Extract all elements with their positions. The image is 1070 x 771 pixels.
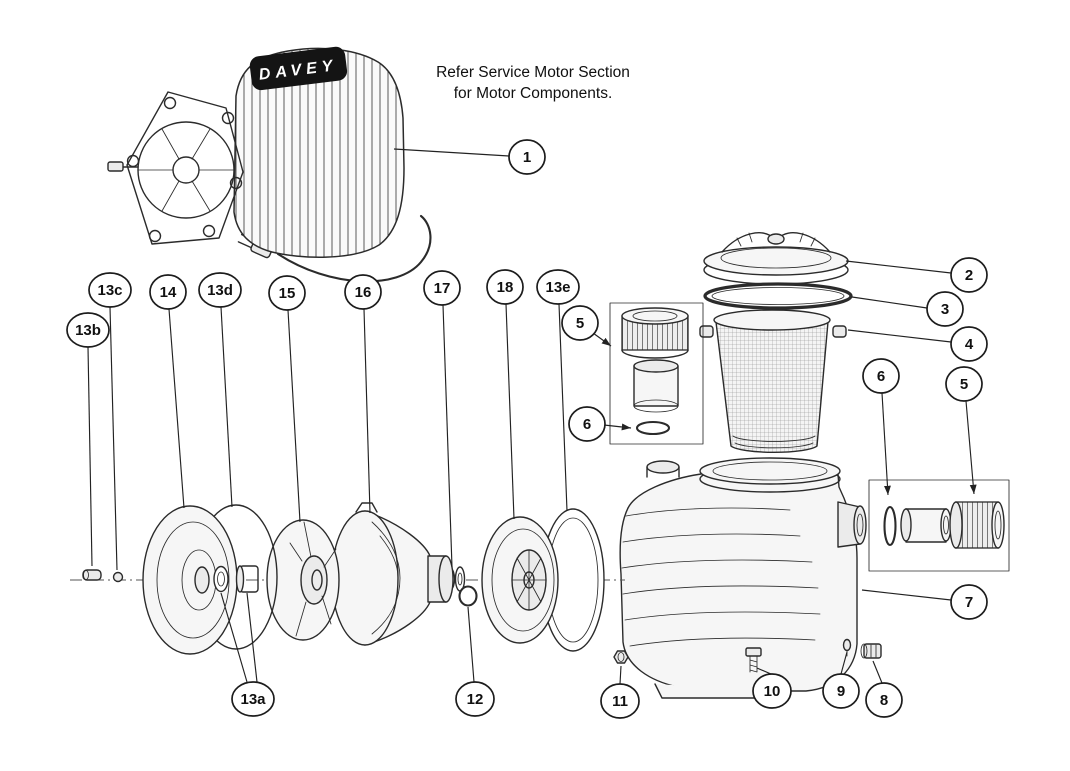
diffuser (331, 502, 454, 646)
mechanical-seal-13a (213, 565, 259, 593)
callout-4-label: 4 (965, 336, 974, 353)
callout-3: 3 (926, 291, 964, 327)
callout-12-label: 12 (467, 691, 484, 708)
callout-14-label: 14 (160, 284, 177, 301)
callout-9: 9 (822, 673, 860, 709)
callout-13c-label: 13c (97, 282, 122, 299)
callout-8-label: 8 (880, 692, 888, 709)
strainer-basket (699, 309, 847, 454)
callout-13d: 13d (198, 272, 242, 308)
callout-17: 17 (423, 270, 461, 306)
backplate (266, 519, 340, 641)
callout-1: 1 (508, 139, 546, 175)
gasket-13e (541, 508, 605, 652)
callout-12: 12 (455, 681, 495, 717)
pump-top-port (646, 460, 680, 478)
union-nut-left (621, 307, 689, 359)
callout-13e: 13e (536, 269, 580, 305)
callout-11-label: 11 (612, 693, 628, 710)
motor-brand-plate: DAVEY (249, 46, 348, 91)
leader-lines (87, 148, 977, 685)
callout-3-label: 3 (941, 301, 949, 318)
callout-16: 16 (344, 274, 382, 310)
union-detail-box-left (609, 302, 704, 445)
lid-o-ring (703, 282, 853, 310)
drain-bolt (745, 647, 762, 673)
callout-6-right: 6 (862, 358, 900, 394)
callout-16-label: 16 (355, 284, 372, 301)
strainer-lid (703, 232, 849, 285)
callout-13a-label: 13a (240, 691, 266, 708)
service-note-line1: Refer Service Motor Section (436, 64, 630, 81)
service-note: Refer Service Motor Section for Motor Co… (436, 64, 630, 102)
callout-10-label: 10 (764, 683, 781, 700)
motor-flange (126, 91, 244, 245)
callout-13e-label: 13e (545, 279, 570, 296)
callout-6-right-label: 6 (877, 368, 885, 385)
callout-2-label: 2 (965, 267, 973, 284)
callout-5-right-label: 5 (960, 376, 968, 393)
callout-13b: 13b (66, 312, 110, 348)
motor-assembly: DAVEY (107, 46, 432, 283)
callout-1-label: 1 (523, 149, 531, 166)
callout-5-left: 5 (561, 305, 599, 341)
callout-10: 10 (752, 673, 792, 709)
callout-6-left: 6 (568, 406, 606, 442)
callout-6-left-label: 6 (583, 416, 591, 433)
callout-2: 2 (950, 257, 988, 293)
power-cord (276, 214, 432, 283)
pump-body (613, 457, 882, 699)
callout-9-label: 9 (837, 683, 845, 700)
callout-8: 8 (865, 682, 903, 718)
callout-13b-label: 13b (75, 322, 101, 339)
callout-13d-label: 13d (207, 282, 233, 299)
union-tail-right (900, 508, 952, 543)
callout-14: 14 (149, 274, 187, 310)
callout-13c: 13c (88, 272, 132, 308)
callout-15: 15 (268, 275, 306, 311)
callout-18: 18 (486, 269, 524, 305)
union-o-ring-left (635, 420, 671, 436)
callout-18-label: 18 (497, 279, 514, 296)
ball-13c (112, 571, 124, 583)
callout-7-label: 7 (965, 594, 973, 611)
union-tail-left (633, 359, 679, 413)
callout-17-label: 17 (434, 280, 451, 297)
pump-outlet-port (837, 501, 867, 548)
callout-4: 4 (950, 326, 988, 362)
motor-shaft (107, 161, 139, 172)
impeller (481, 516, 559, 644)
union-nut-right (949, 501, 1005, 549)
callout-15-label: 15 (279, 285, 296, 302)
drain-plug (860, 643, 882, 659)
callout-13a: 13a (231, 681, 275, 717)
union-o-ring-right (883, 505, 897, 547)
callout-5-right: 5 (945, 366, 983, 402)
shaft-o-ring (458, 585, 478, 607)
callout-5-left-label: 5 (576, 315, 584, 332)
union-detail-box-right (868, 479, 1010, 572)
callout-11: 11 (600, 683, 640, 719)
callout-7: 7 (950, 584, 988, 620)
service-note-line2: for Motor Components. (454, 85, 613, 102)
barb-fitting (613, 650, 629, 664)
pin-13b (82, 569, 102, 581)
